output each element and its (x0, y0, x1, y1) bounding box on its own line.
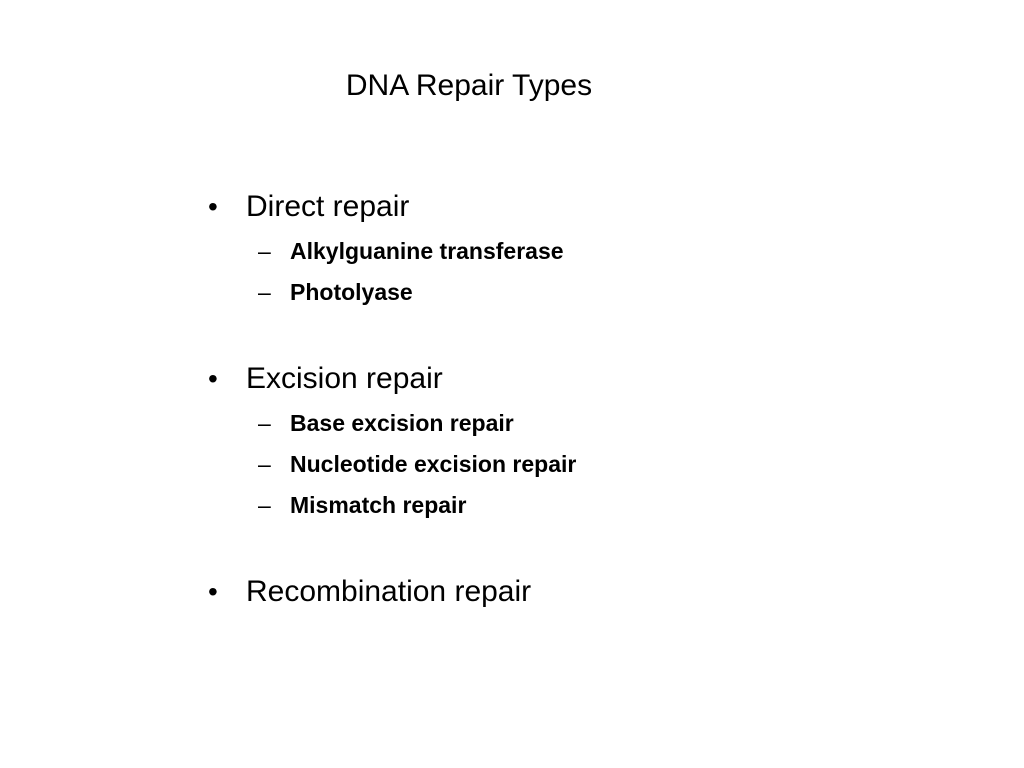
sub-item-label: Mismatch repair (290, 492, 467, 518)
sub-item-photolyase: – Photolyase (258, 277, 413, 307)
sub-item-nucleotide-excision-repair: – Nucleotide excision repair (258, 449, 576, 479)
sub-marker: – (258, 492, 271, 518)
bullet-label: Direct repair (246, 190, 410, 223)
bullet-marker: • (208, 191, 218, 222)
bullet-label: Recombination repair (246, 575, 532, 608)
bullet-item-excision-repair: • Excision repair (208, 359, 443, 399)
sub-item-alkylguanine-transferase: – Alkylguanine transferase (258, 236, 564, 266)
bullet-marker: • (208, 363, 218, 394)
bullet-item-recombination-repair: • Recombination repair (208, 572, 531, 612)
bullet-marker: • (208, 576, 218, 607)
sub-item-label: Nucleotide excision repair (290, 451, 577, 477)
sub-marker: – (258, 238, 271, 264)
sub-item-base-excision-repair: – Base excision repair (258, 408, 514, 438)
sub-item-label: Base excision repair (290, 410, 514, 436)
sub-item-mismatch-repair: – Mismatch repair (258, 490, 466, 520)
sub-marker: – (258, 451, 271, 477)
slide-title: DNA Repair Types (345, 69, 593, 102)
sub-marker: – (258, 279, 271, 305)
bullet-item-direct-repair: • Direct repair (208, 187, 409, 227)
sub-marker: – (258, 410, 271, 436)
bullet-label: Excision repair (246, 362, 443, 395)
sub-item-label: Photolyase (290, 279, 413, 305)
sub-item-label: Alkylguanine transferase (290, 238, 564, 264)
